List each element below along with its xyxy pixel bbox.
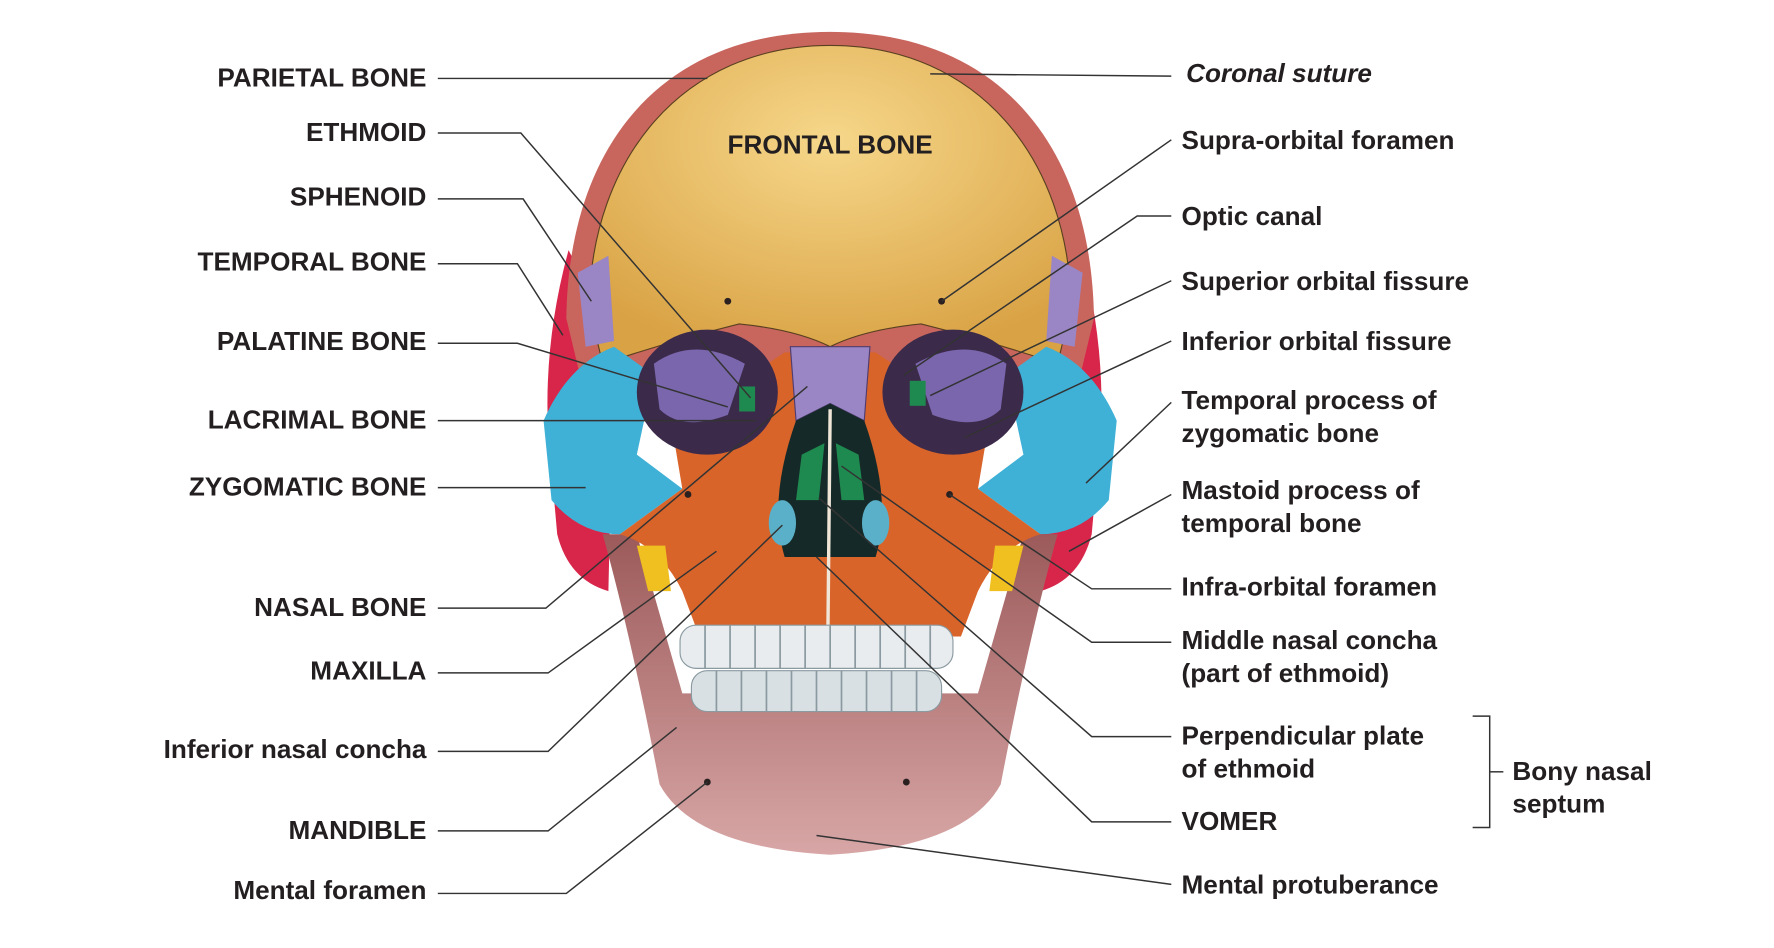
label-nasal-bone: NASAL BONE xyxy=(254,592,426,622)
label-supra-orbital-foramen: Supra-orbital foramen xyxy=(1182,125,1455,155)
leader-line xyxy=(1085,401,1172,484)
leader-line xyxy=(437,550,717,674)
orbit-left-sphenoid xyxy=(653,349,745,423)
septum-bracket xyxy=(1472,715,1491,829)
leader-line xyxy=(841,465,1172,643)
left-labels: PARIETAL BONE ETHMOID SPHENOID TEMPORAL … xyxy=(164,62,427,905)
leader-line xyxy=(437,198,592,302)
leader-line xyxy=(903,215,1172,376)
leader-line xyxy=(1068,493,1172,552)
label-lacrimal-bone: LACRIMAL BONE xyxy=(208,405,427,435)
label-mastoid-process-1: Mastoid process of xyxy=(1182,475,1420,505)
label-bony-nasal-septum-2: septum xyxy=(1512,789,1605,819)
leader-line xyxy=(437,524,783,753)
label-mental-protuberance: Mental protuberance xyxy=(1182,869,1439,899)
right-leader-lines xyxy=(815,73,1504,886)
sphenoid-right xyxy=(1046,255,1083,347)
ethmoid-left xyxy=(739,386,756,412)
label-coronal-suture: Coronal suture xyxy=(1186,58,1372,88)
orbit-right-sphenoid xyxy=(915,349,1007,423)
label-maxilla: MAXILLA xyxy=(310,656,426,686)
label-mental-foramen: Mental foramen xyxy=(233,875,426,905)
sphenoid-left xyxy=(577,255,615,347)
leader-line xyxy=(815,556,1172,823)
label-inferior-orbital-fissure: Inferior orbital fissure xyxy=(1182,326,1452,356)
middle-nasal-concha-left xyxy=(796,443,825,501)
palatine-yellow-right xyxy=(989,545,1024,592)
leader-line xyxy=(941,139,1172,302)
leader-line xyxy=(437,781,708,895)
label-zygomatic-bone: ZYGOMATIC BONE xyxy=(189,472,427,502)
nasal-septum xyxy=(826,409,832,637)
leader-line xyxy=(437,342,729,408)
label-bony-nasal-septum-1: Bony nasal xyxy=(1512,756,1651,786)
infra-orbital-foramen-left xyxy=(684,491,692,498)
label-vomer: VOMER xyxy=(1182,806,1278,836)
label-sphenoid: SPHENOID xyxy=(290,182,426,212)
leader-line xyxy=(964,340,1172,439)
label-inferior-nasal-concha: Inferior nasal concha xyxy=(164,734,427,764)
label-middle-nasal-concha-2: (part of ethmoid) xyxy=(1182,658,1390,688)
leader-line xyxy=(949,493,1172,590)
ethmoid-right xyxy=(909,380,926,406)
label-optic-canal: Optic canal xyxy=(1182,201,1323,231)
label-infra-orbital-foramen: Infra-orbital foramen xyxy=(1182,572,1438,602)
right-labels: Coronal suture Supra-orbital foramen Opt… xyxy=(1182,58,1652,900)
leader-line xyxy=(437,132,752,399)
label-mastoid-process-2: temporal bone xyxy=(1182,508,1362,538)
label-temporal-bone: TEMPORAL BONE xyxy=(198,247,427,277)
left-leader-lines xyxy=(437,77,808,895)
tooth-outline xyxy=(679,624,954,669)
teeth xyxy=(679,624,954,713)
leader-line xyxy=(929,280,1172,397)
leader-line xyxy=(930,73,1172,77)
label-temporal-process-2: zygomatic bone xyxy=(1182,418,1379,448)
label-temporal-process-1: Temporal process of xyxy=(1182,385,1437,415)
label-palatine-bone: PALATINE BONE xyxy=(217,326,427,356)
leader-line xyxy=(816,834,1172,886)
label-superior-orbital-fissure: Superior orbital fissure xyxy=(1182,266,1470,296)
inferior-nasal-concha-right xyxy=(861,500,890,546)
palatine-yellow-left xyxy=(636,545,671,592)
skull-illustration: FRONTAL BONE xyxy=(543,31,1117,855)
label-ethmoid: ETHMOID xyxy=(306,117,426,147)
label-perpendicular-plate-2: of ethmoid xyxy=(1182,754,1316,784)
leader-line xyxy=(818,497,1172,738)
leader-line xyxy=(437,262,564,336)
leader-line xyxy=(437,726,678,832)
mental-foramen-right xyxy=(902,778,910,786)
label-middle-nasal-concha-1: Middle nasal concha xyxy=(1182,625,1438,655)
label-parietal-bone: PARIETAL BONE xyxy=(217,62,426,92)
leader-line xyxy=(437,385,808,609)
supra-orbital-foramen-left xyxy=(724,297,732,305)
inferior-nasal-concha xyxy=(768,500,797,546)
tooth-outline xyxy=(704,625,932,712)
label-perpendicular-plate-1: Perpendicular plate xyxy=(1182,721,1425,751)
frontal-bone-label: FRONTAL BONE xyxy=(728,129,933,159)
label-mandible: MANDIBLE xyxy=(289,815,427,845)
